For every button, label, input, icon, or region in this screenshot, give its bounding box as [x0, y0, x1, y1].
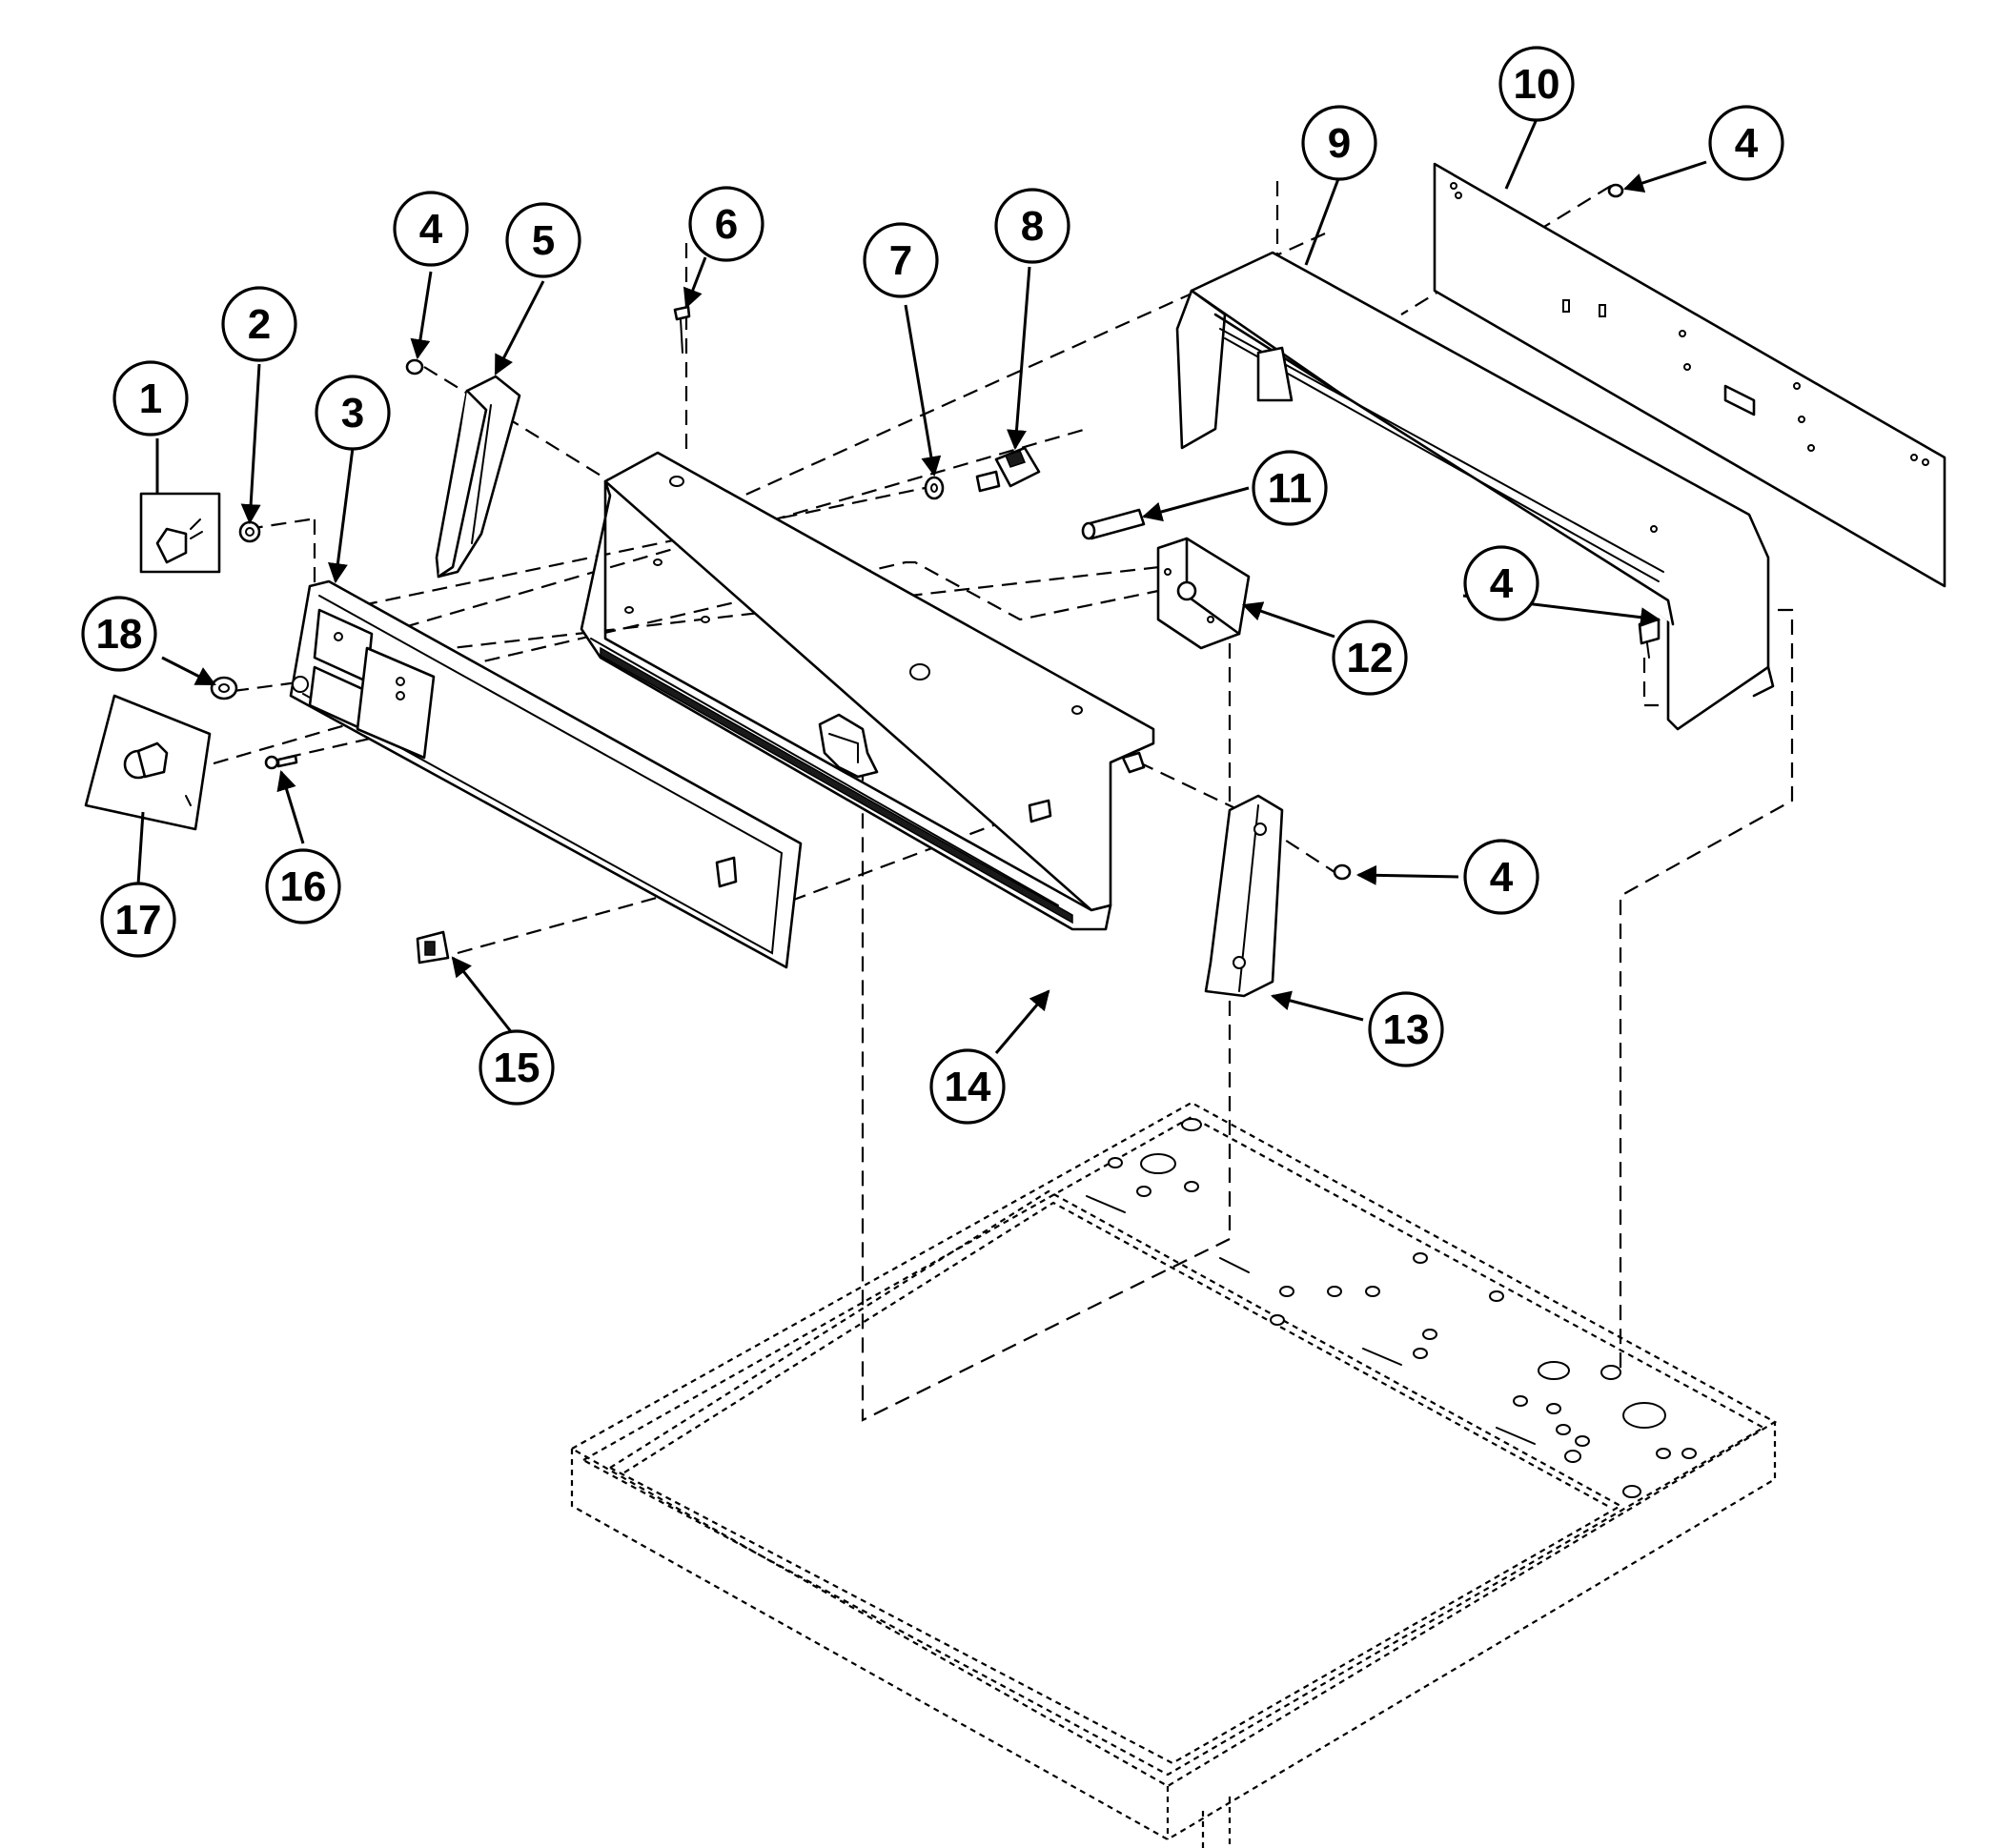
callout-circle — [1332, 619, 1408, 696]
callout-number: 4 — [1735, 120, 1759, 167]
callout-number: 18 — [96, 611, 143, 658]
callout-4: 4 — [1708, 105, 1784, 181]
callout-circle — [1252, 450, 1328, 526]
callout-14: 14 — [929, 1048, 1006, 1125]
callout-number: 7 — [889, 237, 912, 284]
callout-17: 17 — [100, 882, 176, 958]
callout-number: 11 — [1268, 465, 1313, 512]
callout-circle — [265, 848, 341, 924]
leader-lines — [136, 118, 1707, 1054]
part-16-screw — [264, 754, 298, 770]
callout-number: 4 — [1490, 560, 1514, 607]
callout-circle — [393, 191, 469, 267]
callout-number: 8 — [1021, 203, 1044, 250]
callout-number: 4 — [419, 206, 443, 253]
callout-number: 16 — [280, 863, 327, 910]
alignment-lines — [190, 181, 1794, 1422]
callout-number: 15 — [494, 1045, 540, 1091]
dryer-top-outline — [569, 1101, 1778, 1848]
callout-9: 9 — [1301, 105, 1377, 181]
callout-circle — [1463, 839, 1539, 915]
control-hood — [1175, 251, 1775, 731]
callout-circle — [929, 1048, 1006, 1125]
callout-8: 8 — [994, 188, 1070, 264]
left-end-cap — [435, 375, 521, 579]
dryer-top-holes — [1086, 1118, 1697, 1498]
callout-13: 13 — [1368, 991, 1444, 1067]
callout-number: 6 — [715, 201, 738, 248]
callout-circle — [112, 360, 189, 437]
callout-4: 4 — [393, 191, 469, 267]
callout-number: 4 — [1490, 854, 1514, 901]
callout-5: 5 — [505, 202, 581, 278]
callout-4: 4 — [1463, 839, 1539, 915]
part-2-washer — [238, 520, 261, 543]
part-4-screws — [405, 183, 1661, 881]
callout-circle — [1708, 105, 1784, 181]
callout-number: 9 — [1328, 120, 1351, 167]
part-7-washer — [924, 476, 945, 500]
callout-18: 18 — [81, 596, 157, 672]
callout-4: 4 — [1463, 545, 1539, 621]
part-15-switch — [416, 930, 450, 965]
callout-circle — [100, 882, 176, 958]
callout-12: 12 — [1332, 619, 1408, 696]
callout-circle — [505, 202, 581, 278]
right-end-cap — [1204, 794, 1284, 998]
callout-circle — [315, 375, 391, 451]
control-console — [580, 451, 1155, 931]
part-17-knob-kit — [84, 694, 212, 831]
callout-number: 3 — [341, 390, 364, 437]
callout-circle — [688, 186, 764, 262]
callout-11: 11 — [1252, 450, 1328, 526]
callout-1: 1 — [112, 360, 189, 437]
front-control-panel — [289, 579, 803, 969]
rear-panel — [1433, 162, 1946, 588]
callout-number: 5 — [532, 217, 555, 264]
callout-circle — [221, 286, 297, 362]
callout-number: 12 — [1347, 635, 1394, 681]
part-8-switch — [975, 446, 1041, 493]
part-18-ring — [210, 676, 238, 701]
callout-circle — [81, 596, 157, 672]
callout-number: 10 — [1514, 61, 1560, 108]
callout-circle — [994, 188, 1070, 264]
callout-number: 14 — [945, 1064, 991, 1110]
callout-2: 2 — [221, 286, 297, 362]
part-12-timer — [1156, 537, 1251, 650]
callout-15: 15 — [479, 1029, 555, 1106]
part-1-knob-kit — [139, 492, 221, 574]
callout-6: 6 — [688, 186, 764, 262]
callout-circle — [1368, 991, 1444, 1067]
callout-number: 2 — [248, 301, 271, 348]
callout-10: 10 — [1498, 46, 1575, 122]
callout-circle — [1301, 105, 1377, 181]
callout-circle — [1463, 545, 1539, 621]
callout-circle — [863, 222, 939, 298]
callout-number: 1 — [139, 376, 162, 422]
callout-number: 17 — [115, 897, 162, 944]
callout-number: 13 — [1383, 1006, 1430, 1053]
callout-16: 16 — [265, 848, 341, 924]
callout-3: 3 — [315, 375, 391, 451]
callout-7: 7 — [863, 222, 939, 298]
callout-circle — [1498, 46, 1575, 122]
callout-circle — [479, 1029, 555, 1106]
part-11-lamp — [1081, 508, 1146, 540]
